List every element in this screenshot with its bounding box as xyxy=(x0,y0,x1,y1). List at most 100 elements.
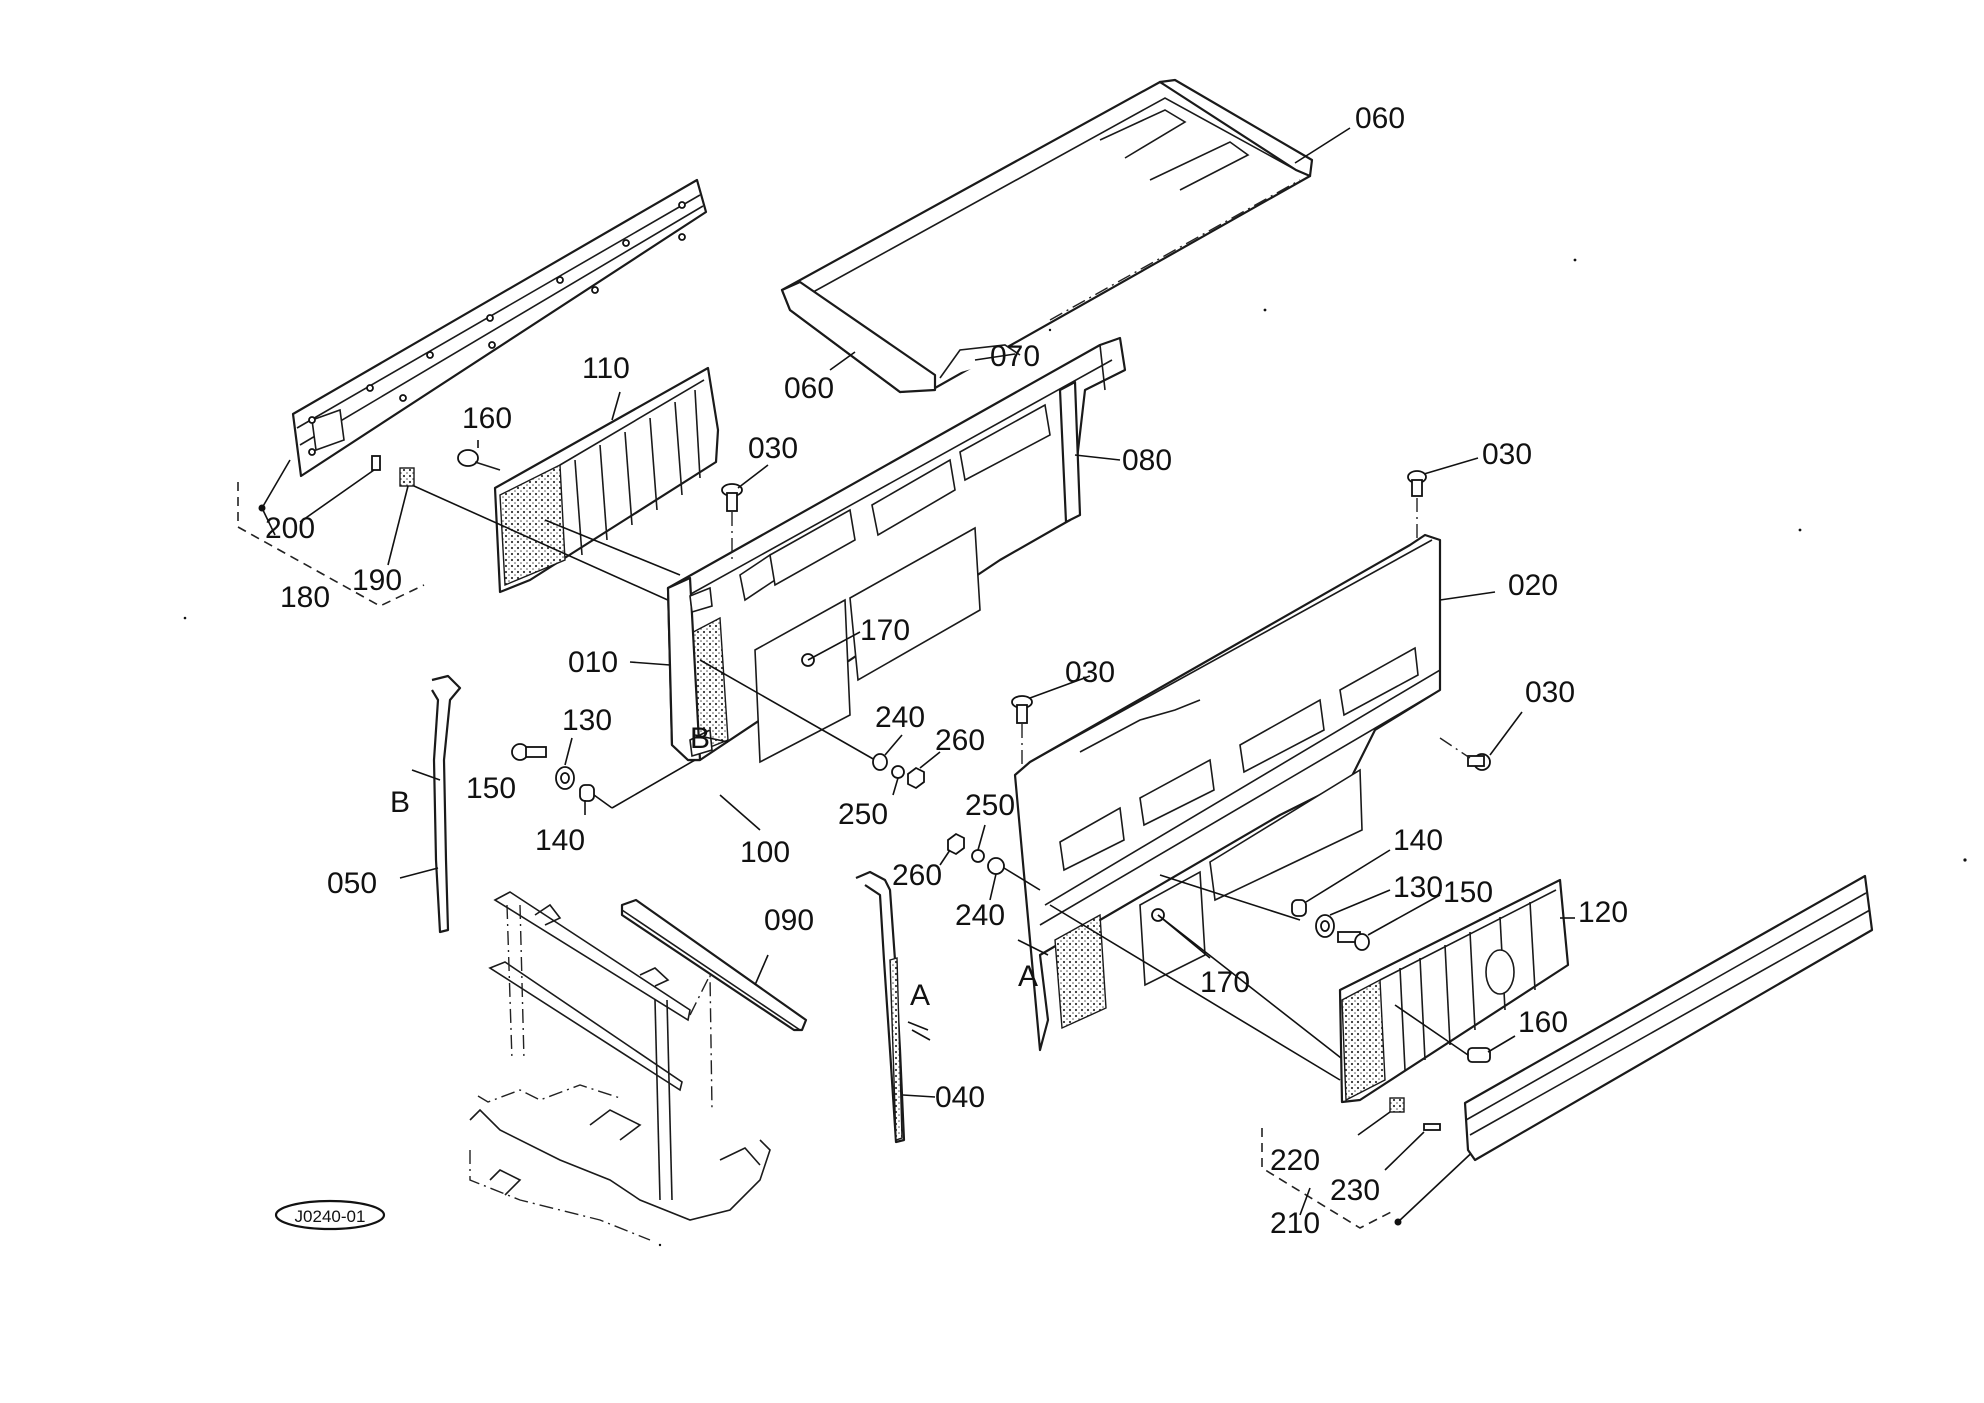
part-120-corner-panel-right xyxy=(1338,878,1570,1104)
part-150-bolt-right xyxy=(1337,931,1370,951)
part-220-nut xyxy=(1357,1097,1405,1136)
label-120: 120 xyxy=(1578,896,1628,929)
part-030-bolt-c xyxy=(1011,675,1091,765)
label-ref-B-strip: B xyxy=(390,786,410,819)
leader-240-left xyxy=(884,734,903,756)
label-010: 010 xyxy=(568,646,618,679)
label-ref-B-panel: B xyxy=(690,722,710,755)
leader-190-to-010 xyxy=(413,485,691,611)
label-220: 220 xyxy=(1270,1144,1320,1177)
leader-to-210 xyxy=(1299,1187,1311,1216)
leader-240-left-line xyxy=(699,659,876,761)
label-070: 070 xyxy=(990,340,1040,373)
leader-right-washers-to-panel xyxy=(1003,867,1041,891)
label-130-right: 130 xyxy=(1393,871,1443,904)
label-210: 210 xyxy=(1270,1207,1320,1240)
part-160-rubber-stop-left xyxy=(457,440,501,471)
label-150-left: 150 xyxy=(466,772,516,805)
label-030-c: 030 xyxy=(1065,656,1115,689)
bracket-210 xyxy=(1261,1128,1396,1229)
label-140-right: 140 xyxy=(1393,824,1443,857)
part-110-corner-panel xyxy=(493,366,720,594)
leader-070 xyxy=(974,353,1016,361)
part-160-rubber-stop-right xyxy=(1394,1004,1516,1063)
part-230-clip xyxy=(1384,1123,1441,1171)
part-250-lockwasher-left xyxy=(891,765,905,779)
leader-240-right xyxy=(989,873,997,901)
part-140-spacer-left xyxy=(579,784,595,802)
part-240-washer-left xyxy=(872,753,888,771)
part-260-nut-right xyxy=(947,832,965,856)
leader-260-right xyxy=(939,849,951,866)
label-110: 110 xyxy=(582,352,630,385)
leader-060b xyxy=(829,351,856,371)
leader-080 xyxy=(1074,454,1121,461)
label-250-left: 250 xyxy=(838,798,888,831)
label-030-b: 030 xyxy=(1482,438,1532,471)
label-080: 080 xyxy=(1122,444,1172,477)
label-050: 050 xyxy=(327,867,377,900)
label-ref-A-strip: A xyxy=(910,979,930,1012)
part-030-bolt-d xyxy=(1439,711,1523,771)
label-ref-A-panel: A xyxy=(1018,960,1038,993)
leader-170-left xyxy=(807,631,861,661)
part-140-spacer-right xyxy=(1291,899,1307,917)
scan-specks xyxy=(183,258,1967,1247)
label-090: 090 xyxy=(764,904,814,937)
part-130-washer-left xyxy=(555,766,575,790)
label-180: 180 xyxy=(280,581,330,614)
leader-250-left xyxy=(892,777,899,796)
leader-to-120-a xyxy=(1157,914,1351,1066)
label-020: 020 xyxy=(1508,569,1558,602)
label-060-bottom: 060 xyxy=(784,372,834,405)
leader-060a xyxy=(1294,127,1351,164)
label-170-left: 170 xyxy=(860,614,910,647)
part-260-nut-left xyxy=(907,766,925,790)
label-060-top: 060 xyxy=(1355,102,1405,135)
label-160-right: 160 xyxy=(1518,1006,1568,1039)
part-060-roof-panel xyxy=(780,78,1314,394)
label-190: 190 xyxy=(352,564,402,597)
part-010-left-side-panel xyxy=(666,336,1127,764)
part-090-cross-bar xyxy=(620,898,808,1032)
leader-210-dot xyxy=(1397,1144,1481,1223)
leader-fastener-left-to-panel xyxy=(593,794,613,809)
label-160-left: 160 xyxy=(462,402,512,435)
part-030-bolt-a xyxy=(721,464,769,560)
label-260-right: 260 xyxy=(892,859,942,892)
leader-010 xyxy=(629,661,671,666)
part-210-lower-trim-strip xyxy=(1463,874,1874,1162)
label-030-d: 030 xyxy=(1525,676,1575,709)
leader-fastener-left-to-panel-b xyxy=(611,759,696,809)
leader-130-left xyxy=(564,737,573,766)
part-150-bolt-left xyxy=(511,743,547,761)
label-200: 200 xyxy=(265,512,315,545)
leader-200a xyxy=(261,459,291,509)
label-140-left: 140 xyxy=(535,824,585,857)
leader-110-to-010 xyxy=(544,519,681,576)
part-030-bolt-b xyxy=(1407,457,1479,540)
part-130-washer-right xyxy=(1315,914,1335,938)
label-230: 230 xyxy=(1330,1174,1380,1207)
bracket-180 xyxy=(237,482,425,607)
lower-frame-structure xyxy=(469,891,771,1241)
label-100: 100 xyxy=(740,836,790,869)
part-240-washer-right xyxy=(987,857,1005,875)
leader-B-left-panel xyxy=(694,734,729,743)
label-240-right: 240 xyxy=(955,899,1005,932)
part-020-right-side-panel xyxy=(1013,533,1442,1052)
part-250-lockwasher-right xyxy=(971,849,985,863)
leader-150-right xyxy=(1367,894,1441,936)
leader-right-to-120-b xyxy=(1049,904,1341,1081)
leader-right-to-120-c xyxy=(1159,874,1301,921)
leader-130-right xyxy=(1329,889,1391,916)
part-050-weather-strip-left xyxy=(399,674,462,934)
leader-100 xyxy=(719,794,761,831)
label-150-right: 150 xyxy=(1443,876,1493,909)
leader-200b xyxy=(261,507,276,536)
label-170-right: 170 xyxy=(1200,966,1250,999)
part-180-rear-trim-panel xyxy=(291,178,708,478)
part-190-nut xyxy=(387,467,415,566)
label-030-a: 030 xyxy=(748,432,798,465)
